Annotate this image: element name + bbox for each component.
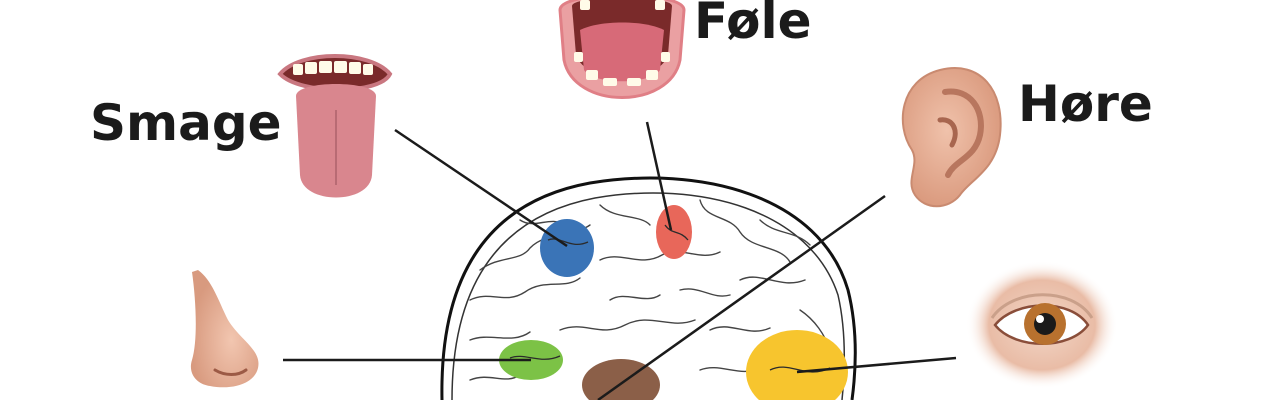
label-hearing: Høre [1018, 75, 1153, 133]
connector-lines [283, 121, 957, 400]
eye-icon [966, 261, 1118, 389]
label-taste: Smage [90, 94, 282, 152]
ear-icon [901, 67, 1002, 208]
vision-region [746, 330, 848, 400]
nose-icon [190, 270, 259, 388]
label-touch: Føle [694, 0, 812, 50]
taste-region [540, 219, 594, 277]
tongue-mouth-icon [277, 54, 393, 198]
open-mouth-icon [558, 0, 686, 99]
